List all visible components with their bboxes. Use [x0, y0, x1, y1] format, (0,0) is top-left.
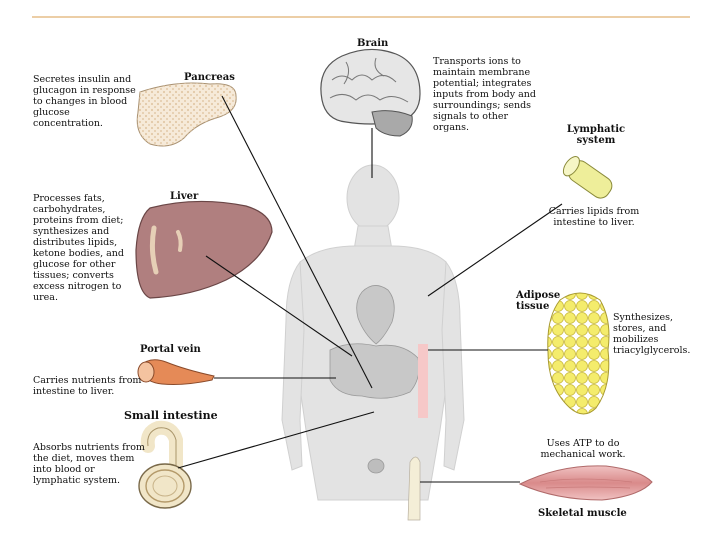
- abdominal-organs: [329, 343, 420, 399]
- brain-description: Transports ions to maintain membrane pot…: [433, 56, 537, 133]
- adipose-description: Synthesizes, stores, and mobilizes triac…: [613, 312, 691, 356]
- muscle-striations: [539, 478, 633, 489]
- pancreas-description: Secretes insulin and glucagon in respons…: [33, 74, 136, 129]
- heart-shape: [356, 285, 395, 345]
- skeletal-muscle-illustration: [518, 465, 653, 501]
- adipose-strip: [418, 344, 428, 418]
- liver-highlight-2: [176, 230, 183, 252]
- lymphatic-illustration: [562, 156, 613, 199]
- portal-vein-illustration: [139, 359, 215, 385]
- brain-illustration: [320, 48, 421, 137]
- small-intestine-tube-outline: [147, 427, 177, 470]
- liver-highlight: [149, 225, 159, 275]
- liver-description: Processes fats, carbohydrates, proteins …: [33, 193, 124, 303]
- lymphatic-description: Carries lipids from intestine to liver.: [548, 206, 640, 228]
- small-intestine-title: Small intestine: [124, 409, 218, 422]
- portal-vein-description: Carries nutrients from intestine to live…: [33, 375, 142, 397]
- pancreas-texture: [137, 83, 237, 146]
- internal-organs: [329, 285, 420, 474]
- small-intestine-description: Absorbs nutrients from the diet, moves t…: [33, 442, 145, 486]
- adipose-title: Adipose tissue: [516, 290, 561, 312]
- lymphatic-title: Lymphatic system: [566, 124, 626, 146]
- small-intestine-ring: [145, 469, 185, 503]
- muscle-strip: [407, 456, 421, 521]
- muscle-description: Uses ATP to do mechanical work.: [540, 438, 626, 460]
- pancreas-title: Pancreas: [184, 72, 235, 83]
- bladder-shape: [367, 458, 385, 474]
- liver-title: Liver: [170, 191, 199, 202]
- portal-vein-title: Portal vein: [140, 344, 201, 355]
- connector-lines: [177, 95, 563, 483]
- portal-vein-opening: [137, 361, 155, 383]
- adipose-illustration: [547, 292, 610, 415]
- brain-title: Brain: [357, 38, 389, 49]
- muscle-title: Skeletal muscle: [538, 508, 627, 519]
- small-intestine-ring-inner: [152, 475, 178, 497]
- liver-illustration: [135, 200, 273, 299]
